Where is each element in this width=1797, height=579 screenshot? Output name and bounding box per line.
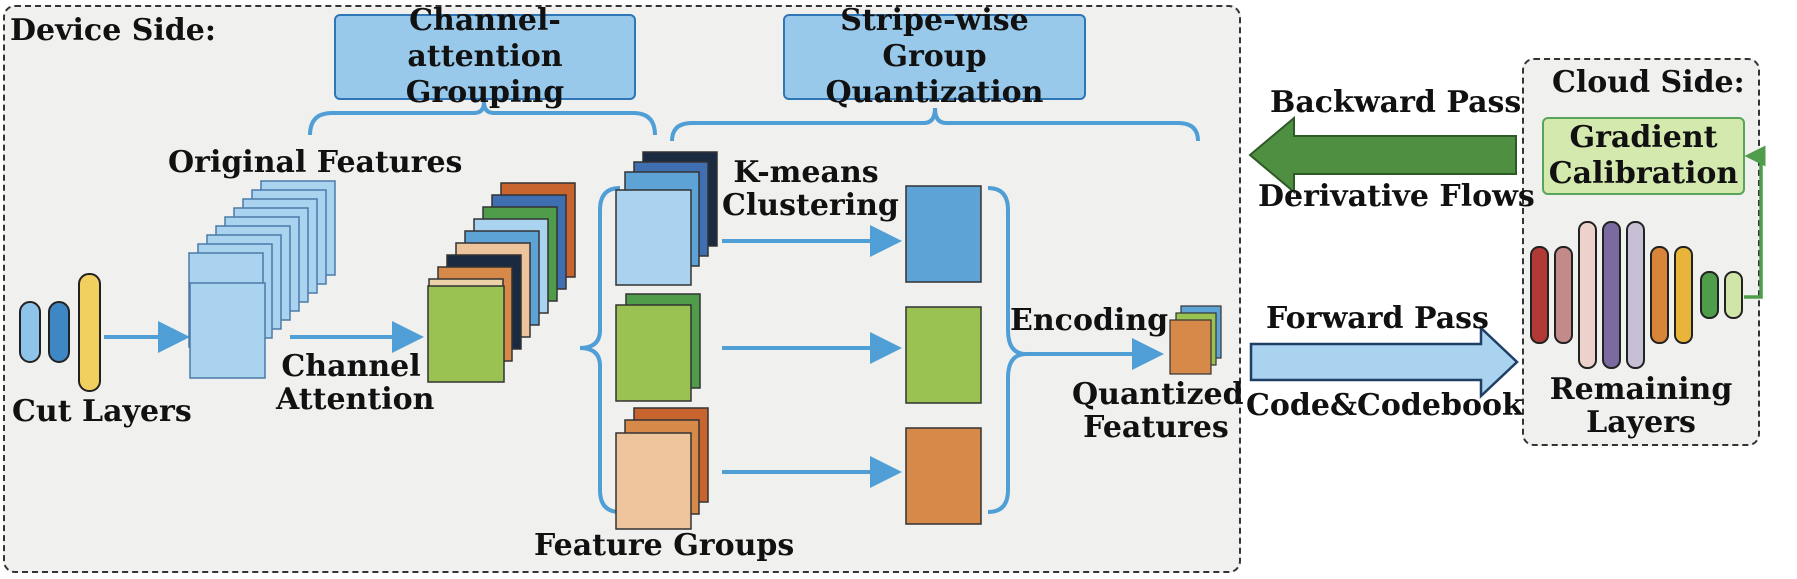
channel-attention-grouping-line2: Grouping (405, 75, 565, 110)
codeword-orange (905, 427, 982, 525)
remaining-layers-label: Remaining Layers (1548, 373, 1734, 439)
code-codebook-label: Code&Codebook (1246, 388, 1523, 423)
encoding-label: Encoding (1010, 303, 1169, 338)
grouping-bracket (308, 101, 657, 136)
calibration-feedback-arrow (1744, 145, 1766, 299)
quantization-bracket (670, 107, 1200, 142)
channel-attention-grouping-box: Channel-attention Grouping (334, 3, 636, 110)
feature-group-blue (615, 151, 718, 286)
reordered-features-stack (427, 182, 576, 383)
remaining-layers-line1: Remaining (1549, 372, 1733, 407)
backward-pass-label: Backward Pass (1270, 85, 1522, 120)
codeword-green (905, 306, 982, 404)
feature-group-orange (615, 407, 709, 530)
gradient-calibration-line1: Gradient (1569, 120, 1718, 155)
kmeans-clustering-label: K-means Clustering (722, 155, 899, 223)
device-side-title: Device Side: (10, 13, 216, 48)
stripe-wise-quantization-line2: Quantization (825, 75, 1044, 110)
quantized-features-stack (1169, 305, 1222, 375)
derivative-flows-label: Derivative Flows (1258, 179, 1535, 214)
stripe-wise-group-quantization-box: Stripe-wise Group Quantization (783, 3, 1086, 110)
gradient-calibration-box: Gradient Calibration (1542, 117, 1745, 195)
cloud-side-title: Cloud Side: (1552, 65, 1745, 100)
forward-pass-arrow (1249, 325, 1519, 399)
original-features-stack (188, 180, 336, 379)
cut-layers-label: Cut Layers (12, 394, 192, 429)
feature-groups-label: Feature Groups (534, 528, 795, 563)
gradient-calibration-line2: Calibration (1548, 156, 1739, 191)
channel-attention-label: Channel Attention (276, 349, 435, 417)
feature-group-green (615, 293, 701, 402)
stripe-wise-quantization-line1: Stripe-wise Group (840, 3, 1029, 74)
remaining-layers-stack (1530, 221, 1743, 369)
backward-pass-arrow (1248, 115, 1517, 195)
cut-layers-stack (19, 273, 101, 392)
quantized-features-label: Quantized Features (1072, 377, 1244, 445)
codeword-blue (905, 185, 982, 283)
quantized-line1: Quantized (1072, 377, 1244, 412)
channel-attention-grouping-line1: Channel-attention (407, 3, 563, 74)
forward-pass-label: Forward Pass (1266, 301, 1489, 336)
feature-groups-brace (579, 186, 621, 514)
kmeans-line2: Clustering (722, 188, 899, 223)
codewords-brace (987, 186, 1027, 514)
quantized-line2: Features (1083, 410, 1229, 445)
channel-attention-line2: Attention (276, 382, 435, 417)
remaining-layers-line2: Layers (1586, 405, 1696, 440)
original-features-label: Original Features (168, 145, 463, 180)
channel-attention-line1: Channel (281, 349, 421, 384)
kmeans-line1: K-means (733, 155, 879, 190)
